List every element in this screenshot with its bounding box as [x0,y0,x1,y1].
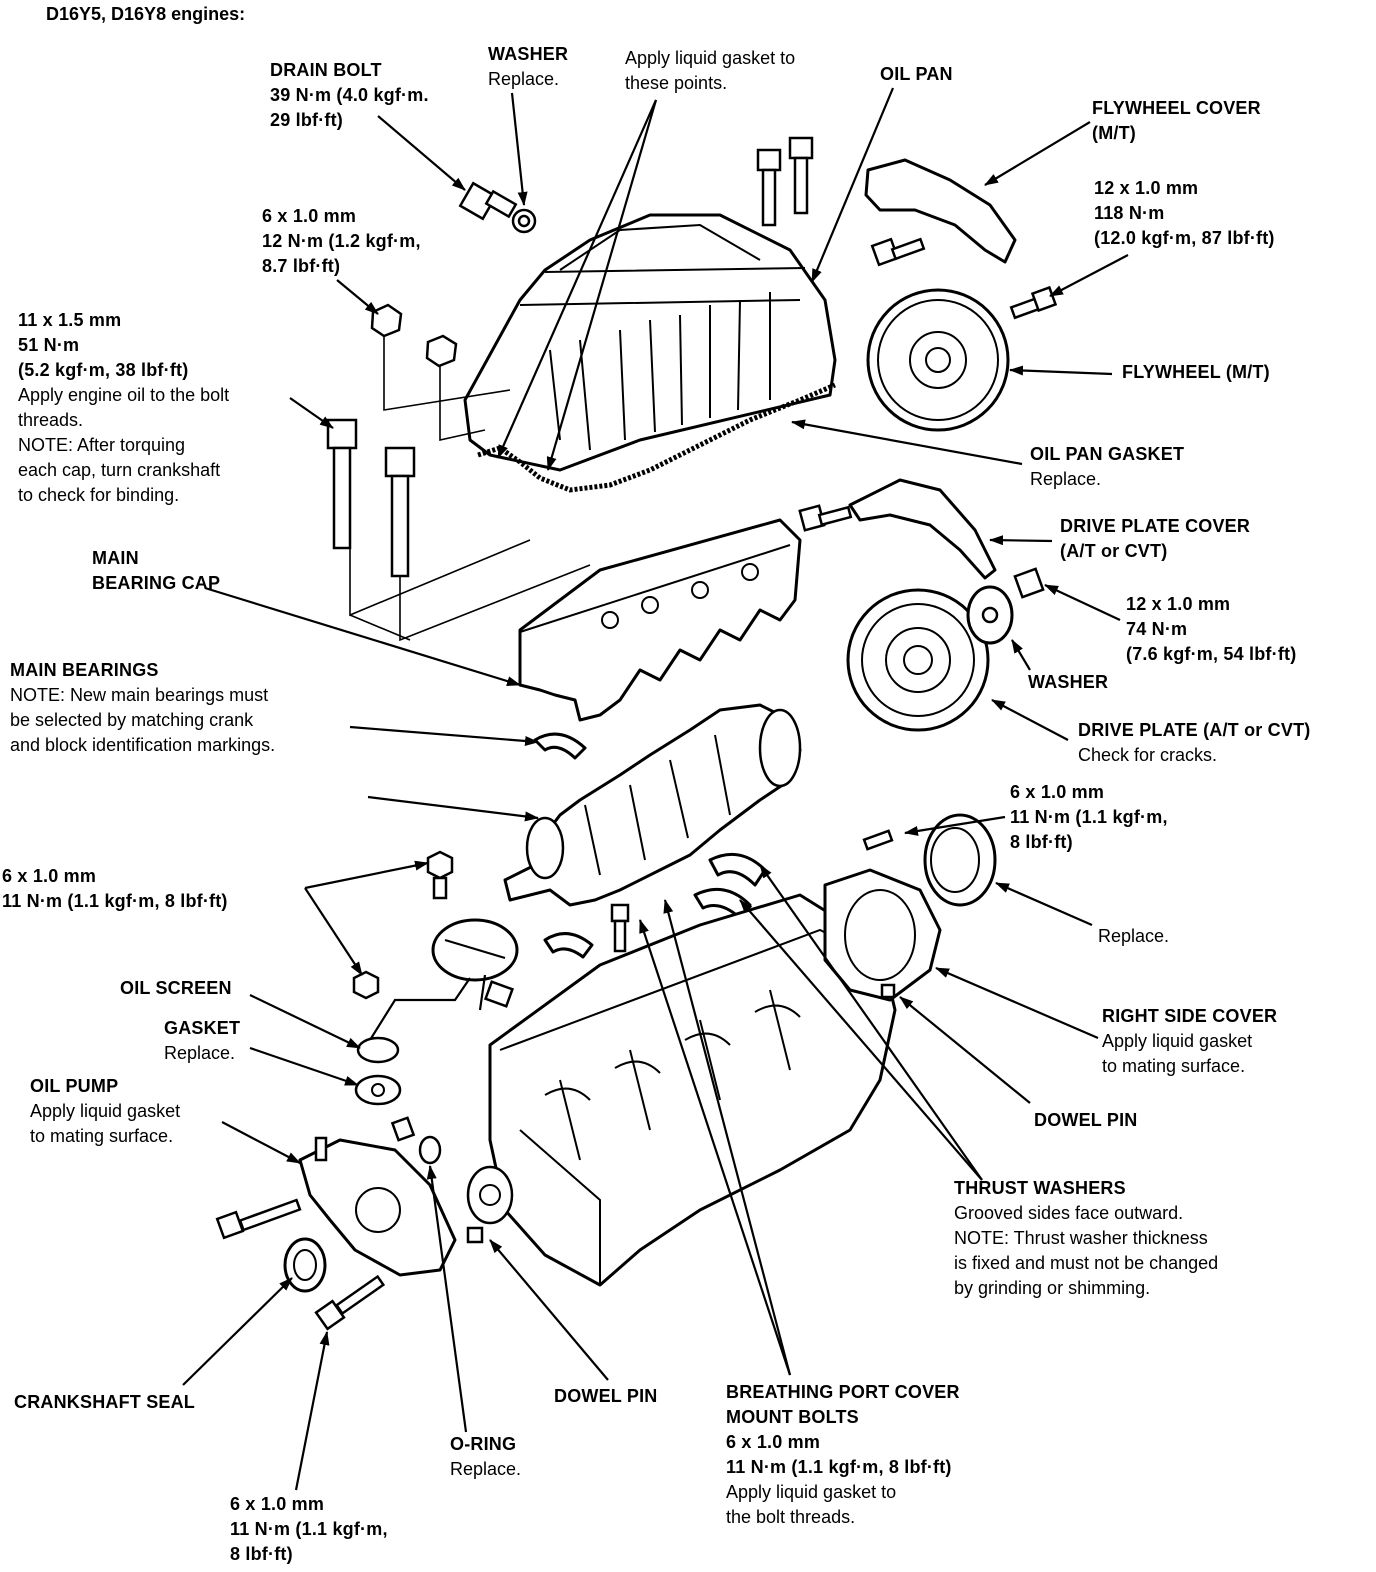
drain-bolt [458,181,518,221]
block-bolts [352,850,630,1000]
label-main-bearings: MAIN BEARINGS NOTE: New main bearings mu… [10,660,276,755]
label-dowel-pin-bottom: DOWEL PIN [554,1386,658,1406]
label-o-ring: O-RING Replace. [450,1434,522,1479]
label-oil-screen: OIL SCREEN [120,978,232,998]
oil-pan-bolts [370,136,814,368]
crankshaft [503,703,802,907]
crankshaft-seal-right [862,813,997,907]
label-main-cap-bolt: 11 x 1.5 mm 51 N·m (5.2 kgf·m, 38 lbf·ft… [18,310,230,505]
leader-lines [182,87,1129,1491]
main-bearing-shell [533,732,594,959]
label-drive-plate-bolt: 12 x 1.0 mm 74 N·m (7.6 kgf·m, 54 lbf·ft… [1126,594,1297,664]
label-right-side-cover: RIGHT SIDE COVER Apply liquid gasket to … [1102,1006,1278,1076]
dowel-pins [390,983,896,1244]
oil-screen [356,918,519,1064]
label-liquid-gasket: Apply liquid gasket to these points. [625,48,796,93]
label-washer-right: WASHER [1028,672,1109,692]
label-bolt-6x1-bottom: 6 x 1.0 mm 11 N·m (1.1 kgf·m, 8 lbf·ft) [230,1494,388,1564]
crankshaft-seal [283,1237,327,1293]
label-flywheel-cover: FLYWHEEL COVER (M/T) [1092,98,1261,143]
main-bearing-cap [518,518,802,722]
label-flywheel: FLYWHEEL (M/T) [1122,362,1270,382]
drive-plate [846,588,990,732]
label-bolt-6x1-left: 6 x 1.0 mm 11 N·m (1.1 kgf·m, 8 lbf·ft) [2,866,228,911]
flywheel-cover [864,158,1017,267]
washer-top [511,208,537,234]
label-oil-pump: OIL PUMP Apply liquid gasket to mating s… [30,1076,181,1146]
label-bolt-6x1-top: 6 x 1.0 mm 12 N·m (1.2 kgf·m, 8.7 lbf·ft… [262,206,421,276]
o-ring [418,1135,442,1165]
oil-pan [463,213,837,472]
label-dowel-pin-right: DOWEL PIN [1034,1110,1138,1130]
label-bolt-6x1-right: 6 x 1.0 mm 11 N·m (1.1 kgf·m, 8 lbf·ft) [1010,782,1168,852]
label-main-bearing-cap: MAIN BEARING CAP [92,548,221,593]
label-flywheel-bolt: 12 x 1.0 mm 118 N·m (12.0 kgf·m, 87 lbf·… [1094,178,1275,248]
label-crankshaft-seal: CRANKSHAFT SEAL [14,1392,195,1412]
flywheel [866,285,1058,432]
label-thrust-washers: THRUST WASHERS Grooved sides face outwar… [954,1178,1219,1298]
drive-plate-cover [798,478,997,580]
label-gasket: GASKET Replace. [164,1018,241,1063]
washer-right [966,567,1045,645]
label-drain-bolt: DRAIN BOLT 39 N·m (4.0 kgf·m. 29 lbf·ft) [270,60,429,130]
label-drive-plate-cover: DRIVE PLATE COVER (A/T or CVT) [1060,516,1251,561]
label-washer-top: WASHER Replace. [488,44,569,89]
thrust-washers [693,852,767,920]
label-drive-plate: DRIVE PLATE (A/T or CVT) Check for crack… [1078,720,1311,765]
main-cap-bolts [326,418,416,578]
oil-pump [215,1136,457,1331]
label-oil-pan: OIL PAN [880,64,953,84]
label-seal-replace: Replace. [1098,926,1170,946]
oil-pan-gasket [477,382,836,493]
diagram-title: D16Y5, D16Y8 engines: [46,4,246,24]
gasket [354,1074,402,1106]
label-breathing-port: BREATHING PORT COVER MOUNT BOLTS 6 x 1.0… [726,1382,960,1527]
label-oil-pan-gasket: OIL PAN GASKET Replace. [1030,444,1185,489]
